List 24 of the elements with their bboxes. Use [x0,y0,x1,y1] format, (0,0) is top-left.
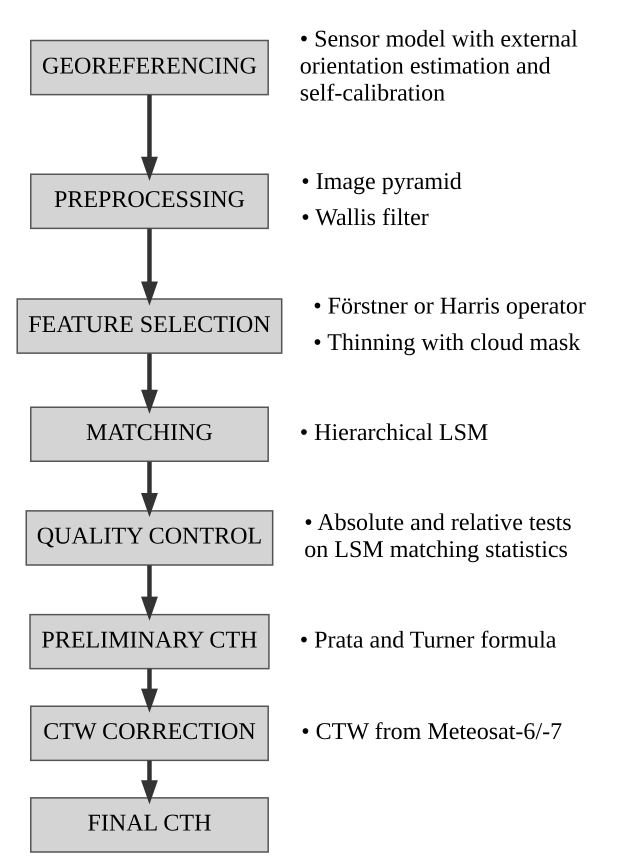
node-box: FEATURE SELECTION [16,298,282,354]
arrow [140,94,158,180]
node-label: • Thinning with cloud mask [312,329,580,356]
arrow [140,353,158,414]
node-label: • Absolute and relative tests on LSM matching statistics [304,510,572,563]
node-box: FINAL CTH [30,796,268,852]
arrow [140,668,158,712]
node-label: • Prata and Turner formula [299,626,556,653]
arrow [140,228,158,306]
node-label: • Image pyramid [300,168,462,195]
node-box: PREPROCESSING [30,173,268,229]
node-box: MATCHING [30,406,268,462]
node-box: PRELIMINARY CTH [28,613,270,669]
node-label: • Sensor model with external orientation estimation and self-calibration [299,26,578,106]
node-box: CTW CORRECTION [30,704,268,761]
arrow [140,760,158,804]
node-box: GEOREFERENCING [30,39,268,95]
node-label: • CTW from Meteosat-6/-7 [300,718,562,744]
node-label: • Förstner or Harris operator [312,293,586,320]
arrow [140,461,158,517]
node-box: QUALITY CONTROL [25,510,273,566]
arrow [140,564,158,620]
node-label: • Hierarchical LSM [299,419,488,446]
node-label: • Wallis filter [300,204,428,231]
